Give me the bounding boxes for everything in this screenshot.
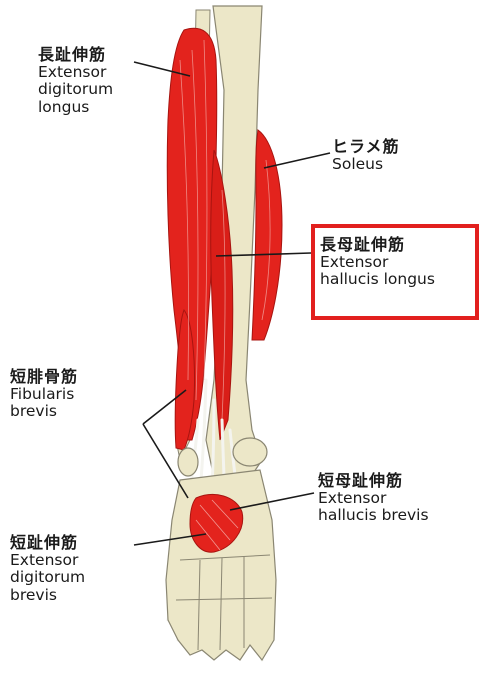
label-en-line: digitorum <box>38 81 113 98</box>
label-extensor-digitorum-longus: 長趾伸筋 Extensor digitorum longus <box>38 46 113 116</box>
label-en-line: brevis <box>10 403 78 420</box>
label-extensor-hallucis-longus: 長母趾伸筋 Extensor hallucis longus <box>320 236 435 289</box>
label-en-line: Soleus <box>332 156 400 173</box>
label-soleus: ヒラメ筋 Soleus <box>332 138 400 173</box>
label-en-line: brevis <box>10 587 85 604</box>
label-en-line: Extensor <box>318 490 429 507</box>
label-jp: 短趾伸筋 <box>10 534 85 552</box>
label-jp: 短腓骨筋 <box>10 368 78 386</box>
label-en-line: Extensor <box>38 64 113 81</box>
label-jp: 長母趾伸筋 <box>320 236 435 254</box>
label-fibularis-brevis: 短腓骨筋 Fibularis brevis <box>10 368 78 421</box>
label-en-line: hallucis brevis <box>318 507 429 524</box>
label-en-line: Extensor <box>320 254 435 271</box>
label-extensor-hallucis-brevis: 短母趾伸筋 Extensor hallucis brevis <box>318 472 429 525</box>
label-en-line: longus <box>38 99 113 116</box>
soleus-muscle <box>252 130 282 340</box>
label-jp: ヒラメ筋 <box>332 138 400 156</box>
label-en-line: Extensor <box>10 552 85 569</box>
label-extensor-digitorum-brevis: 短趾伸筋 Extensor digitorum brevis <box>10 534 85 604</box>
medial-malleolus <box>233 438 267 466</box>
label-en-line: digitorum <box>10 569 85 586</box>
label-jp: 短母趾伸筋 <box>318 472 429 490</box>
label-en-line: Fibularis <box>10 386 78 403</box>
lateral-malleolus <box>178 448 198 476</box>
label-jp: 長趾伸筋 <box>38 46 113 64</box>
label-en-line: hallucis longus <box>320 271 435 288</box>
